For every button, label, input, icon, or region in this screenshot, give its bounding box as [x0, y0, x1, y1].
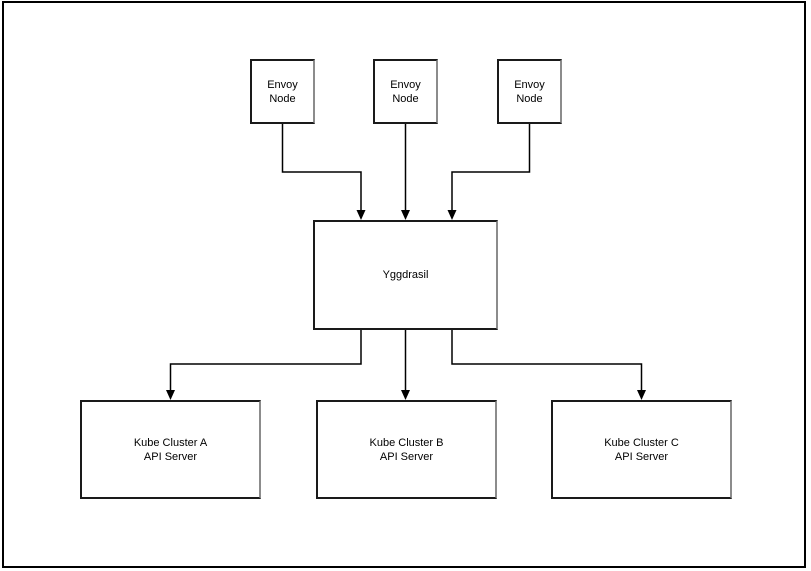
connector-envoy2-to-yggdrasil: [401, 124, 410, 220]
node-kube-cluster-a-api-server: Kube Cluster A API Server: [80, 400, 261, 499]
node-kube-cluster-a-label: Kube Cluster A API Server: [133, 436, 208, 463]
node-envoy-node-1: Envoy Node: [250, 59, 315, 124]
node-envoy-node-3-label: Envoy Node: [514, 78, 545, 105]
connector-yggdrasil-to-kube-c: [451, 330, 646, 400]
node-kube-cluster-b-label: Kube Cluster B API Server: [369, 436, 444, 463]
connector-envoy1-to-yggdrasil: [281, 124, 366, 220]
node-envoy-node-2: Envoy Node: [373, 59, 438, 124]
node-kube-cluster-b-api-server: Kube Cluster B API Server: [316, 400, 497, 499]
node-kube-cluster-c-label: Kube Cluster C API Server: [604, 436, 679, 463]
connector-yggdrasil-to-kube-a: [166, 330, 362, 400]
node-yggdrasil: Yggdrasil: [313, 220, 498, 330]
node-yggdrasil-label: Yggdrasil: [382, 269, 429, 281]
node-envoy-node-1-label: Envoy Node: [267, 78, 298, 105]
connector-envoy3-to-yggdrasil: [447, 124, 531, 220]
node-envoy-node-3: Envoy Node: [497, 59, 562, 124]
connector-yggdrasil-to-kube-b: [401, 330, 410, 400]
node-kube-cluster-c-api-server: Kube Cluster C API Server: [551, 400, 732, 499]
node-envoy-node-2-label: Envoy Node: [390, 78, 421, 105]
